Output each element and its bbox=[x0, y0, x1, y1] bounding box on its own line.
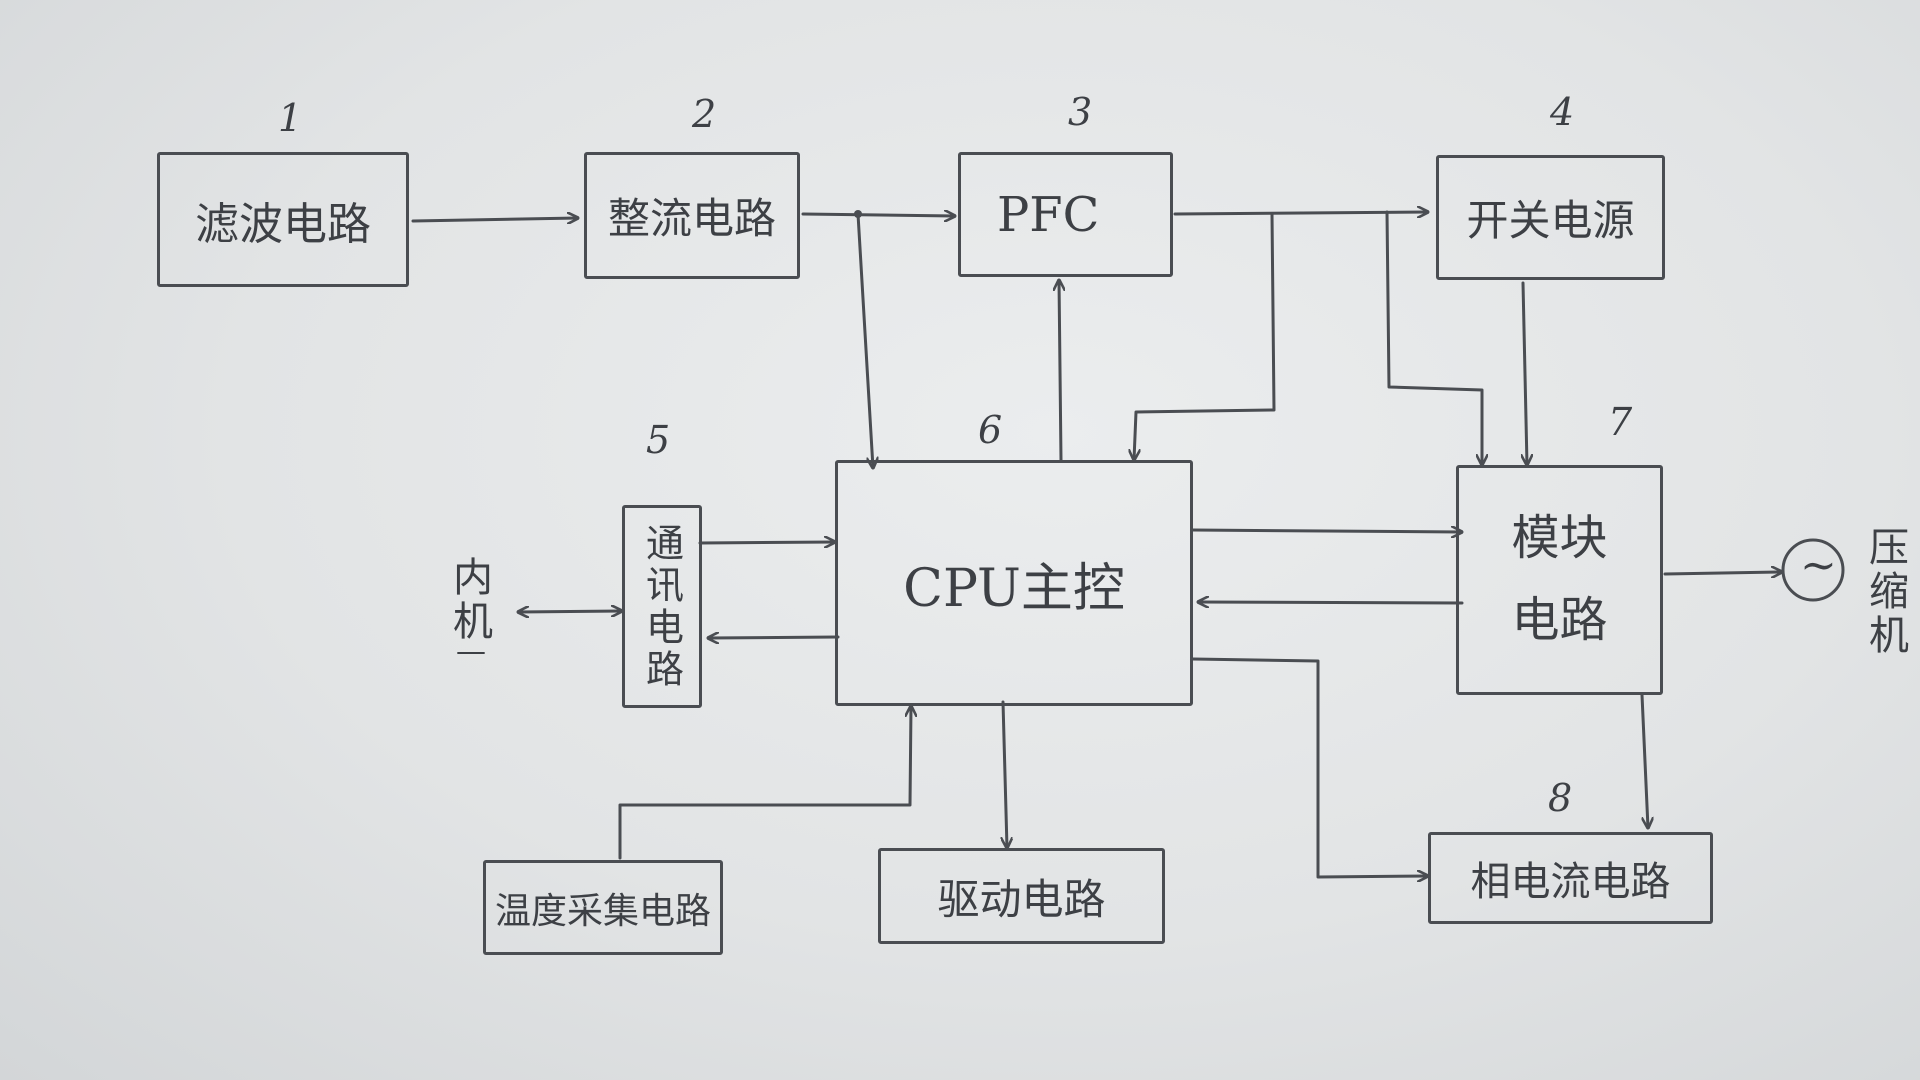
wire-cpu-to-pfc bbox=[1059, 278, 1061, 462]
wire-cpu-to-module bbox=[1191, 530, 1464, 532]
module-circuit-label: 模块电路 bbox=[1511, 510, 1608, 648]
compressor-circle bbox=[1781, 538, 1845, 602]
communication-circuit-label: 通讯电路 bbox=[639, 522, 684, 691]
block-number-7: 7 bbox=[1608, 400, 1633, 444]
wire-module-to-compressor bbox=[1663, 572, 1784, 574]
cpu-main-control-block: CPU主控 bbox=[835, 460, 1193, 706]
wire-bus-to-module bbox=[1385, 210, 1482, 467]
module-circuit-block: 模块电路 bbox=[1456, 465, 1663, 695]
wire-current-to-cpu bbox=[1191, 657, 1430, 877]
block-number-5: 5 bbox=[646, 418, 671, 462]
wire-rectifier-to-cpu bbox=[856, 212, 873, 470]
block-number-6: 6 bbox=[978, 408, 1003, 452]
wire-switching-to-module bbox=[1523, 281, 1527, 467]
wire-rectifier-to-pfc bbox=[801, 214, 957, 216]
wire-filter-to-rectifier bbox=[411, 218, 580, 221]
phase-current-circuit-label: 相电流电路 bbox=[1470, 859, 1671, 905]
drive-circuit-block: 驱动电路 bbox=[878, 848, 1165, 944]
communication-circuit-block: 通讯电路 bbox=[622, 505, 702, 708]
rectifier-circuit-block: 整流电路 bbox=[584, 152, 800, 279]
drive-circuit-label: 驱动电路 bbox=[937, 874, 1106, 924]
wire-module-to-cpu bbox=[1196, 602, 1464, 603]
phase-current-circuit-block: 相电流电路 bbox=[1428, 832, 1713, 924]
compressor-symbol: ~ bbox=[1800, 540, 1837, 591]
filter-circuit-label: 滤波电路 bbox=[195, 198, 371, 250]
block-number-1: 1 bbox=[278, 96, 303, 140]
wire-cpu-to-comm bbox=[706, 637, 840, 638]
pfc-block: PFC bbox=[958, 152, 1173, 277]
indoor-unit-label: 内机 bbox=[446, 556, 492, 644]
wire-cpu-to-drive bbox=[1003, 700, 1007, 850]
wire-comm-to-cpu bbox=[698, 542, 837, 543]
wire-pfc-to-switching bbox=[1173, 212, 1430, 214]
temperature-sampling-label: 温度采集电路 bbox=[494, 890, 711, 932]
block-number-4: 4 bbox=[1550, 90, 1575, 134]
block-number-3: 3 bbox=[1068, 90, 1093, 134]
wire-module-to-current bbox=[1640, 693, 1648, 830]
rectifier-circuit-label: 整流电路 bbox=[607, 194, 776, 243]
compressor-label: 压缩机 bbox=[1862, 526, 1908, 658]
switching-power-label: 开关电源 bbox=[1466, 196, 1635, 245]
block-number-2: 2 bbox=[692, 92, 717, 136]
wire-bus-to-cpu bbox=[1134, 212, 1276, 462]
temperature-sampling-block: 温度采集电路 bbox=[483, 860, 723, 955]
indoor-unit-mark: — bbox=[456, 634, 486, 669]
cpu-main-control-label: CPU主控 bbox=[903, 558, 1125, 619]
switching-power-block: 开关电源 bbox=[1436, 155, 1665, 280]
filter-circuit-block: 滤波电路 bbox=[157, 152, 409, 287]
wire-temp-to-cpu bbox=[618, 704, 911, 860]
block-number-8: 8 bbox=[1548, 776, 1573, 820]
pfc-label: PFC bbox=[997, 186, 1100, 243]
wire-indoor-to-comm bbox=[516, 611, 624, 612]
